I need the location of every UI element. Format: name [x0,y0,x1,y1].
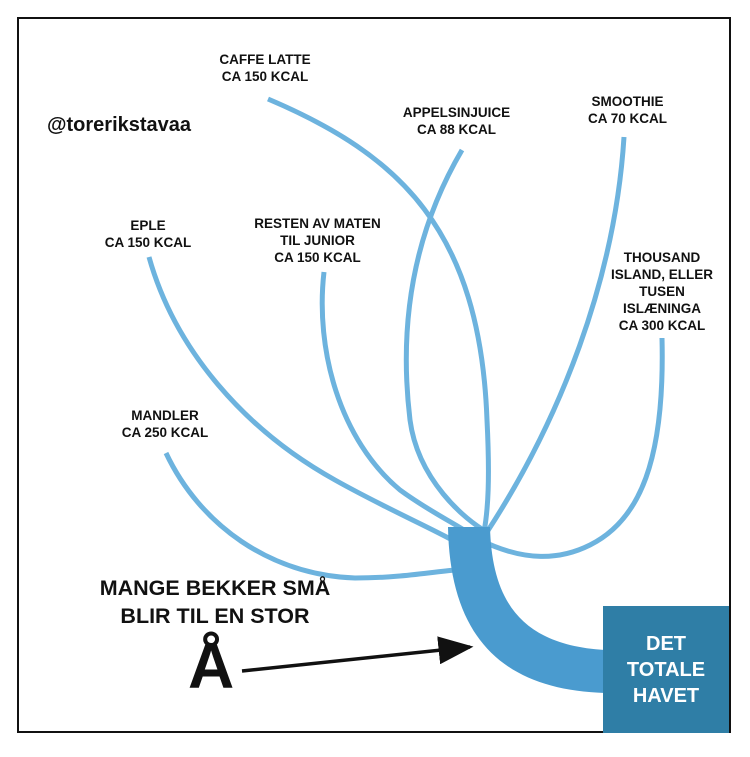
stream-appelsinjuice [403,148,489,535]
stream-mandler [163,451,457,581]
ocean-box: DET TOTALE HAVET [603,606,729,733]
caption-big-letter: Å [188,630,235,702]
ocean-label-line: DET [646,632,686,655]
stream-thousand-island [478,337,665,559]
pointer-arrow [241,636,474,673]
stream-resten-av-maten [319,271,472,537]
diagram-frame [17,17,731,733]
stream-smoothie [484,136,627,534]
caption-text: MANGE BEKKER SMÅ BLIR TIL EN STOR [99,576,331,628]
ocean-label-line: TOTALE [626,658,706,681]
main-river [448,527,605,693]
stream-eple [146,256,458,545]
stream-caffe-latte [267,96,491,533]
author-handle: @torerikstavaa [47,114,192,136]
ocean-label-line: HAVET [632,684,700,707]
